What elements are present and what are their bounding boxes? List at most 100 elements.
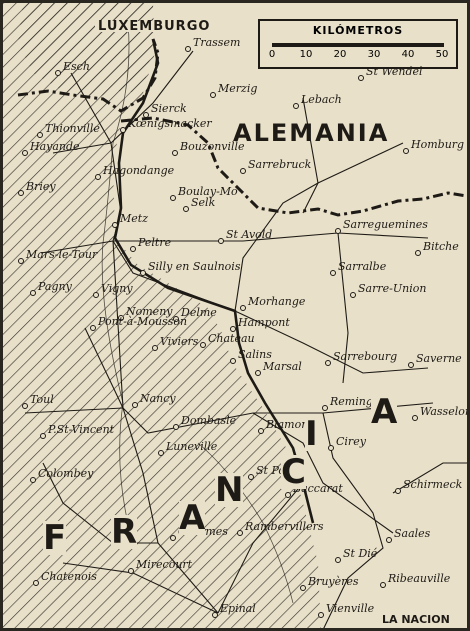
town-marker-sarre-union: [350, 292, 356, 298]
town-marker-chatenois: [33, 580, 39, 586]
town-marker-nancy: [132, 402, 138, 408]
town-marker-sarreguemines: [335, 228, 341, 234]
town-label-bruyeres: Bruyères: [308, 575, 359, 588]
town-marker-epinal: [212, 612, 218, 618]
town-label-st-pole: St Pole: [256, 464, 296, 477]
town-marker-nomeny: [118, 315, 124, 321]
town-marker-delme: [173, 316, 179, 322]
francia-letter-7: A: [371, 392, 398, 432]
town-marker-luneville: [158, 450, 164, 456]
town-label-sarre-union: Sarre-Union: [358, 282, 427, 295]
town-marker-briey: [18, 190, 24, 196]
town-marker-lebach: [293, 103, 299, 109]
town-marker-ribeauville: [380, 582, 386, 588]
town-label-selk: Selk: [191, 196, 216, 209]
town-marker-marsal: [255, 370, 261, 376]
town-marker-boulay-mo: [170, 195, 176, 201]
scale-tick-50: 50: [435, 49, 449, 60]
town-label-colombey: Colombey: [38, 467, 94, 480]
town-marker-morhange: [240, 305, 246, 311]
town-marker-st-avold: [218, 238, 224, 244]
town-label-st-die: St Dié: [343, 547, 378, 560]
town-marker-wasselonne: [412, 415, 418, 421]
town-label-reming: Reming: [330, 395, 373, 408]
town-marker-salins: [230, 358, 236, 364]
francia-letter-1: F: [43, 518, 67, 558]
town-label-silly-en-saulnois: Silly en Saulnois: [148, 260, 241, 273]
town-label-ribeauville: Ribeauville: [388, 572, 451, 585]
town-marker-thionville: [37, 132, 43, 138]
town-label-vigny: Vigny: [101, 282, 133, 295]
front-line: [113, 38, 315, 524]
town-marker-homburg: [403, 148, 409, 154]
town-label-st-wendel: St Wendel: [366, 65, 423, 78]
town-marker-baccarat: [285, 492, 291, 498]
town-label-chateau: Chateau: [208, 332, 255, 345]
town-marker-p-st-vincent: [40, 433, 46, 439]
town-label-viviers: Viviers: [160, 335, 199, 348]
newspaper-credit: LA NACION: [379, 613, 453, 626]
town-label-pagny: Pagny: [38, 280, 72, 293]
town-marker-sarrebruck: [240, 168, 246, 174]
town-label-morhange: Morhange: [248, 295, 306, 308]
town-label-bitche: Bitche: [423, 240, 459, 253]
country-label-alemania: ALEMANIA: [233, 119, 390, 147]
town-marker-esch: [55, 70, 61, 76]
town-marker-vigny: [93, 292, 99, 298]
town-marker-dombasle: [173, 424, 179, 430]
town-marker-mars-le-tour: [18, 258, 24, 264]
town-marker-sierck: [143, 112, 149, 118]
town-marker-rambervillers: [237, 530, 243, 536]
town-marker-k-nigsmacker: [120, 127, 126, 133]
town-marker-cirey: [328, 445, 334, 451]
town-label-bouzonville: Bouzonville: [180, 140, 245, 153]
town-label-wasselonne: Wasselonne: [420, 405, 467, 418]
town-label-toul: Toul: [30, 393, 54, 406]
town-marker-st-wendel: [358, 75, 364, 81]
occupied-zone: [3, 3, 321, 628]
town-label-pont-a-mousson: Pont-à-Mousson: [98, 315, 188, 328]
town-label-cirey: Cirey: [336, 435, 366, 448]
town-label-dombasle: Dombasle: [181, 414, 237, 427]
town-label-schirmeck: Schirmeck: [403, 478, 463, 491]
town-marker-bruyeres: [300, 585, 306, 591]
town-label-blamont: Blamont: [266, 418, 313, 431]
town-label-sierck: Sierck: [151, 102, 187, 115]
town-label-briey: Briey: [26, 180, 56, 193]
town-marker-mirecourt: [128, 568, 134, 574]
town-label-k-nigsmacker: Kœnigsmacker: [128, 117, 212, 130]
scale-tick-0: 0: [268, 49, 276, 60]
town-marker-bitche: [415, 250, 421, 256]
town-marker-sarrebourg: [325, 360, 331, 366]
town-label-thionville: Thionville: [45, 122, 100, 135]
town-marker-pagny: [30, 290, 36, 296]
scale-tick-40: 40: [401, 49, 415, 60]
town-label-delme: Delme: [181, 306, 217, 319]
town-label-boulay-mo: Boulay-Mo: [178, 185, 238, 198]
town-label-mirecourt: Mirecourt: [136, 558, 193, 571]
town-marker-reming: [322, 405, 328, 411]
francia-letter-5: C: [281, 452, 306, 492]
town-label-metz: Metz: [120, 212, 148, 225]
town-label-trassem: Trassem: [193, 36, 241, 49]
francia-letter-3: A: [179, 498, 206, 538]
town-label-homburg: Homburg: [411, 138, 465, 151]
town-label-sarreguemines: Sarreguemines: [343, 218, 428, 231]
town-marker-hagondange: [95, 174, 101, 180]
town-marker-charmes: [170, 535, 176, 541]
town-marker-colombey: [30, 477, 36, 483]
town-label-nancy: Nancy: [140, 392, 176, 405]
scale-tick-10: 10: [299, 49, 313, 60]
town-label-vienville: Vienville: [326, 602, 375, 615]
town-label-esch: Esch: [63, 60, 90, 73]
town-label-rambervillers: Rambervillers: [245, 520, 324, 533]
town-label-sarralbe: Sarralbe: [338, 260, 387, 273]
scale-title: KILÓMETROS: [312, 24, 404, 37]
town-marker-merzig: [210, 92, 216, 98]
town-label-nomeny: Nomeny: [126, 305, 173, 318]
country-label-luxemburgo: LUXEMBURGO: [95, 20, 214, 33]
francia-letter-4: N: [215, 470, 244, 510]
town-label-peltre: Peltre: [138, 236, 172, 249]
town-label-sarrebruck: Sarrebruck: [248, 158, 312, 171]
